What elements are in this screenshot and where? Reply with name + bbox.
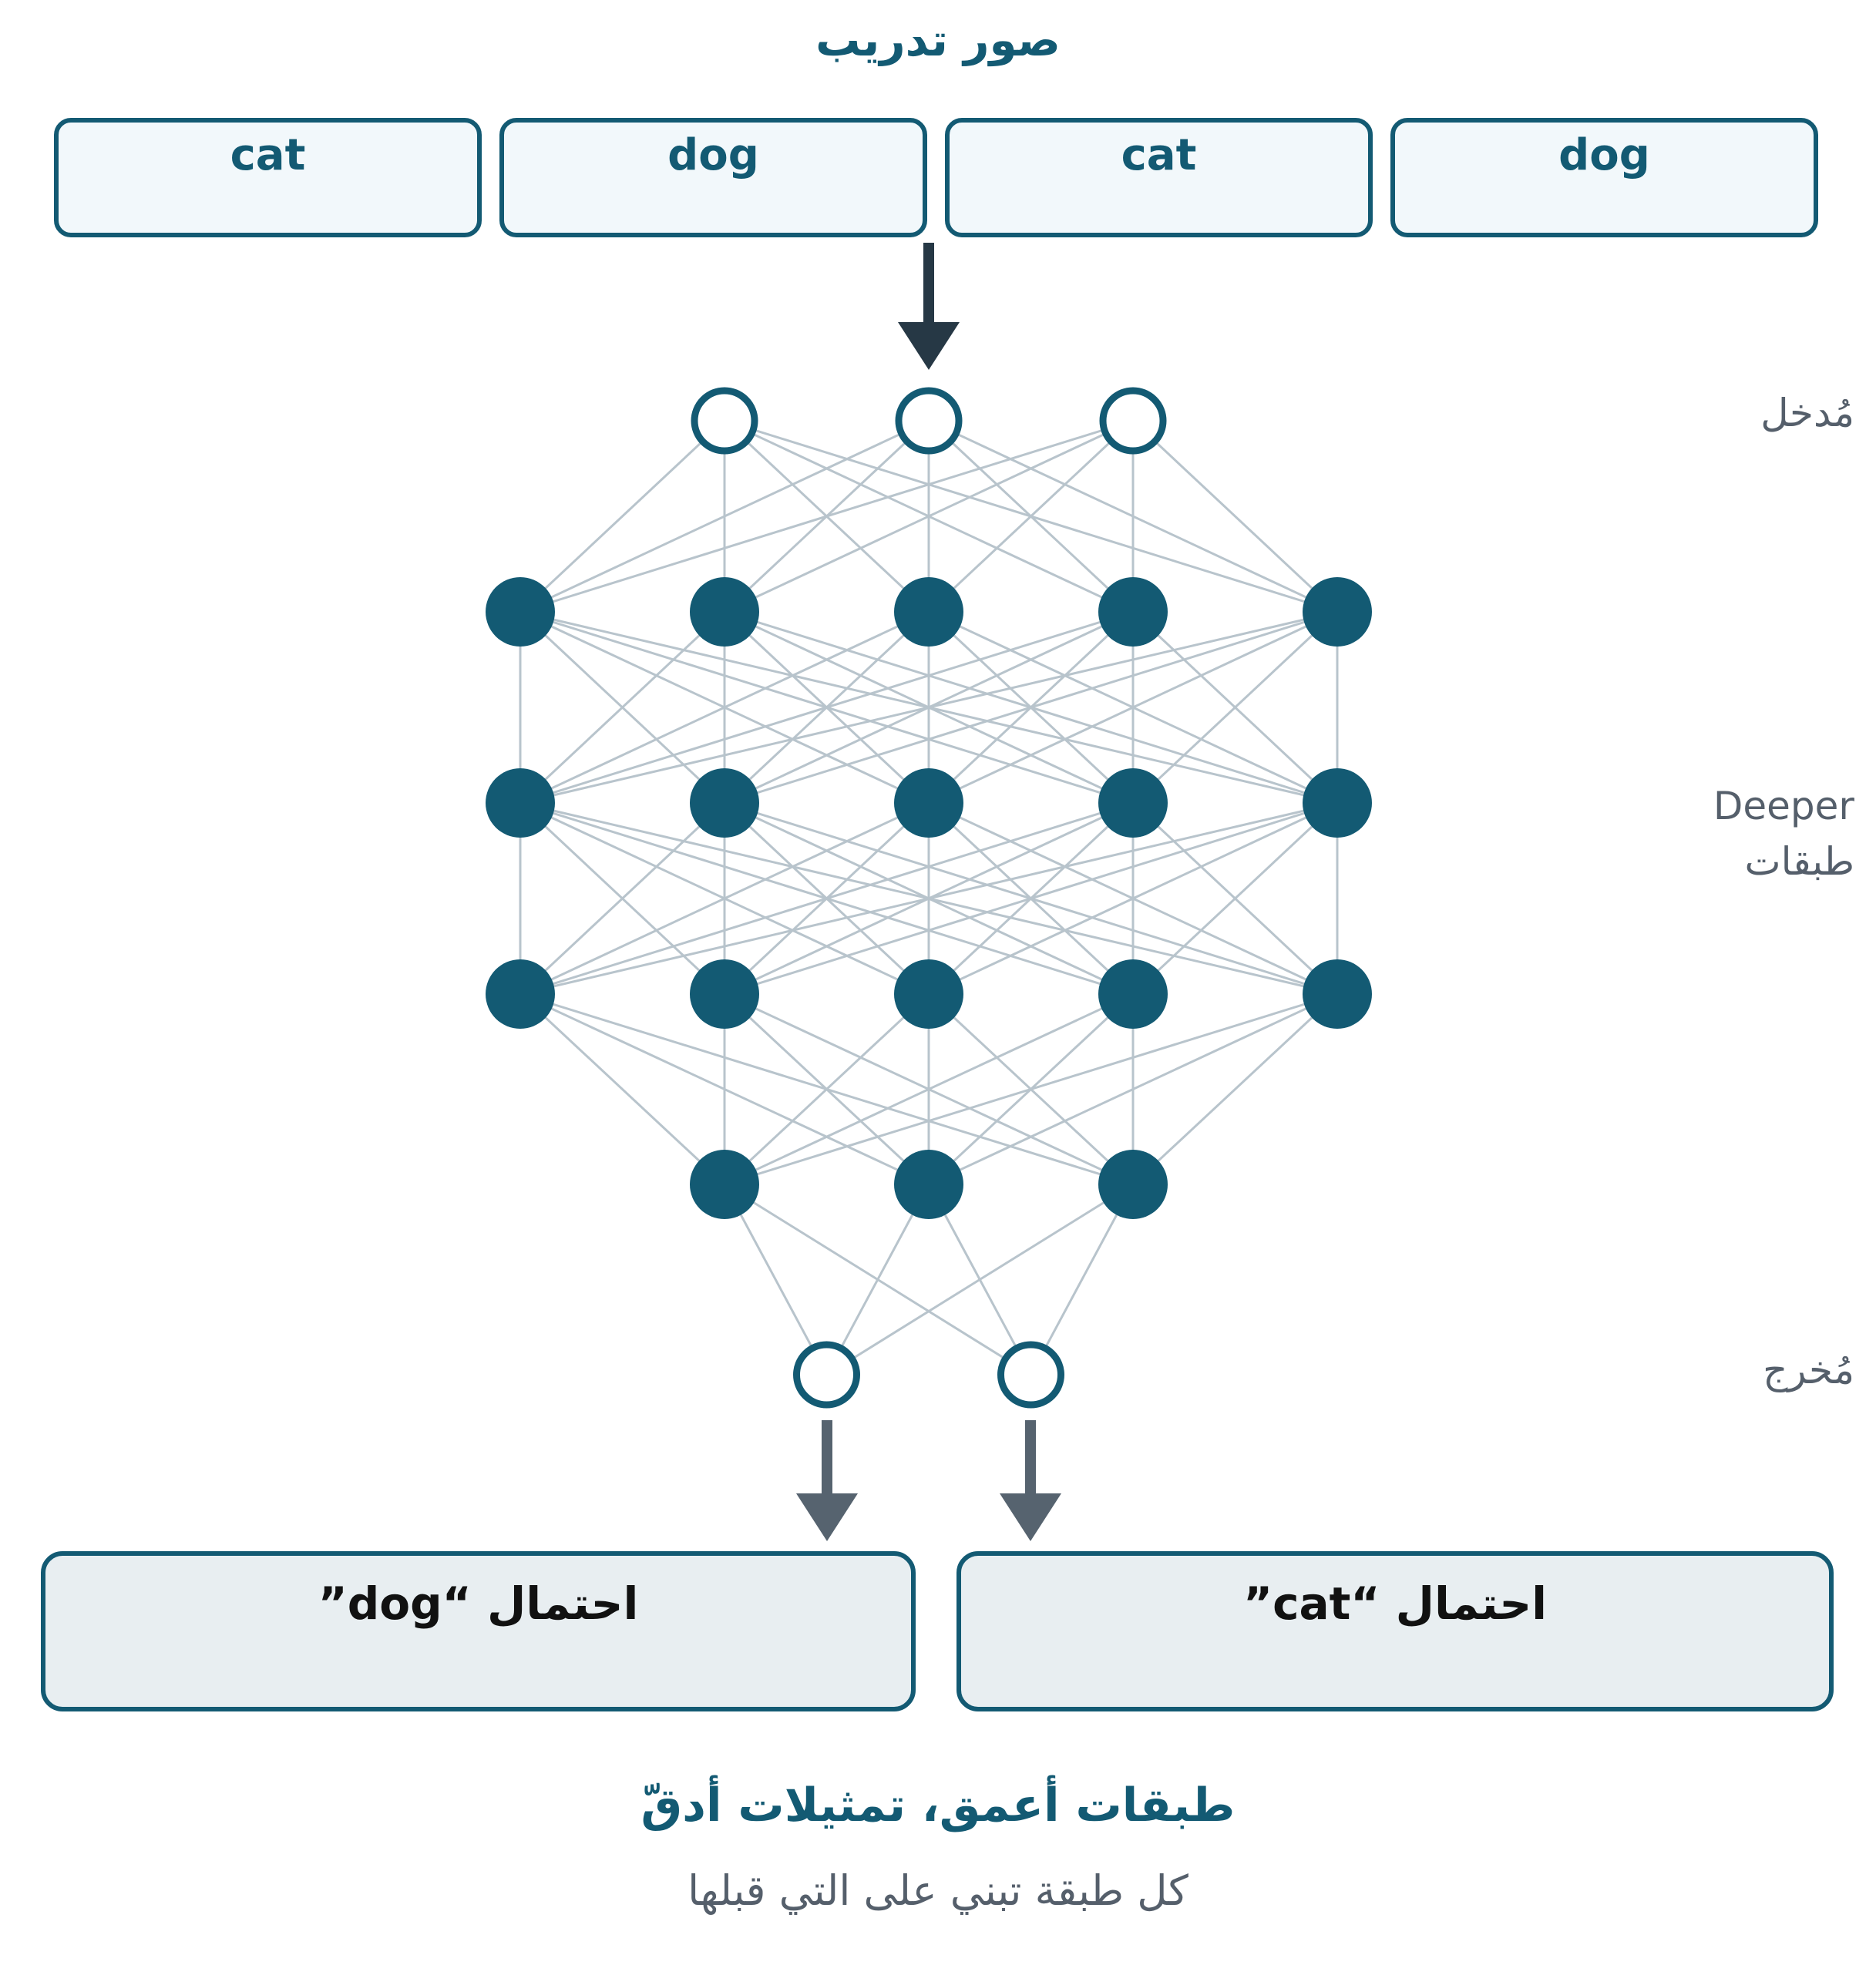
hidden-node-l1-0 <box>486 577 555 647</box>
training-image-dog-2: dog <box>1390 118 1818 237</box>
training-image-cat-2: cat <box>945 118 1373 237</box>
edge-l0-1-to-0 <box>519 419 930 613</box>
edge-l4-2-to-1 <box>1030 1184 1135 1376</box>
edge-l2-4-to-1 <box>724 801 1338 996</box>
output-box-cat: احتمال “cat” <box>956 1551 1834 1711</box>
output-node-1 <box>997 1341 1064 1409</box>
edge-l1-3-to-0 <box>519 610 1134 804</box>
edge-l4-0-to-0 <box>723 1184 828 1376</box>
hidden-layer-label-line1: Deeper <box>1713 784 1854 828</box>
output-arrow-dog <box>796 1420 858 1541</box>
flow-arrows <box>796 243 1061 1541</box>
hidden-node-l3-4 <box>1303 959 1372 1029</box>
diagram-title: صور تدريب <box>815 14 1061 66</box>
edge-l0-2-to-0 <box>519 419 1134 613</box>
hidden-node-l2-3 <box>1098 768 1168 838</box>
edge-l1-2-to-0 <box>519 610 930 804</box>
edge-l1-4-to-0 <box>519 610 1338 804</box>
hidden-node-l4-1 <box>894 1150 963 1219</box>
training-image-cat-1: cat <box>54 118 482 237</box>
edge-l3-4-to-1 <box>928 993 1338 1186</box>
hidden-node-l4-2 <box>1098 1150 1168 1219</box>
hidden-node-l3-1 <box>690 959 759 1029</box>
edge-l2-3-to-0 <box>519 801 1134 996</box>
output-layer-label: مُخرج <box>1763 1348 1854 1392</box>
output-box-dog: احتمال “dog” <box>41 1551 916 1711</box>
edge-l2-4-to-3 <box>1131 801 1339 996</box>
edge-l3-3-to-0 <box>724 993 1134 1186</box>
edge-l0-2-to-2 <box>927 419 1135 613</box>
input-arrow <box>898 243 960 370</box>
footer-caption: كل طبقة تبني على التي قبلها <box>688 1866 1188 1915</box>
hidden-node-l3-3 <box>1098 959 1168 1029</box>
hidden-node-l3-0 <box>486 959 555 1029</box>
edge-l3-0-to-0 <box>519 993 726 1186</box>
hidden-node-l2-0 <box>486 768 555 838</box>
edge-l4-2-to-0 <box>825 1183 1134 1376</box>
input-layer-label: مُدخل <box>1760 391 1854 435</box>
input-node-0 <box>691 387 758 455</box>
edge-l4-1-to-0 <box>825 1184 930 1376</box>
hidden-node-l1-2 <box>894 577 963 647</box>
edge-l0-2-to-4 <box>1131 419 1339 613</box>
hidden-node-l2-4 <box>1303 768 1372 838</box>
hidden-node-l1-1 <box>690 577 759 647</box>
edge-l1-4-to-3 <box>1131 610 1339 804</box>
input-node-1 <box>895 387 963 455</box>
hidden-node-l1-4 <box>1303 577 1372 647</box>
hidden-layer-label-line2: طبقات <box>1744 839 1854 884</box>
network-nodes <box>486 387 1372 1409</box>
output-arrow-cat <box>1000 1420 1061 1541</box>
hidden-node-l2-1 <box>690 768 759 838</box>
training-image-dog-1: dog <box>499 118 927 237</box>
input-node-2 <box>1099 387 1167 455</box>
edge-l0-0-to-0 <box>519 419 726 613</box>
footer-title: طبقات أعمق، تمثيلات أدقّ <box>640 1779 1236 1832</box>
edge-l2-2-to-0 <box>519 801 930 996</box>
edge-l1-1-to-0 <box>519 610 726 804</box>
edge-l0-2-to-1 <box>724 419 1134 613</box>
edge-l1-4-to-1 <box>724 610 1338 804</box>
edge-l3-4-to-2 <box>1131 993 1339 1186</box>
edge-l2-1-to-0 <box>519 801 726 996</box>
edge-l3-4-to-0 <box>724 993 1338 1186</box>
edge-l1-4-to-2 <box>928 610 1338 804</box>
hidden-node-l3-2 <box>894 959 963 1029</box>
edge-l3-2-to-0 <box>723 993 930 1186</box>
network-edges <box>519 419 1339 1376</box>
hidden-node-l4-0 <box>690 1150 759 1219</box>
output-node-0 <box>793 1341 860 1409</box>
hidden-node-l1-3 <box>1098 577 1168 647</box>
edge-l2-4-to-2 <box>928 801 1338 996</box>
edge-l2-4-to-0 <box>519 801 1338 996</box>
hidden-node-l2-2 <box>894 768 963 838</box>
